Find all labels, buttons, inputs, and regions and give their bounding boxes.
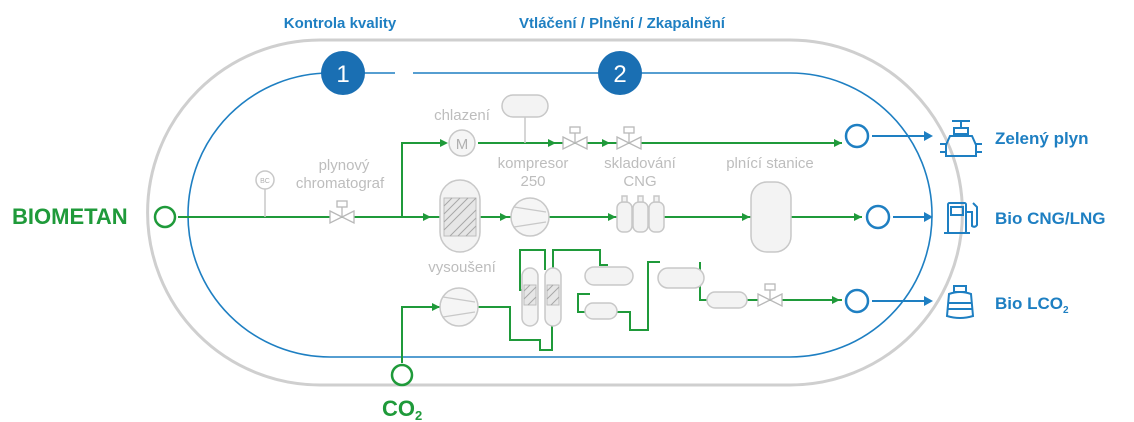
- chromatograph-label-1: plynový: [319, 157, 370, 174]
- co2-inlet: [390, 363, 414, 387]
- biometan-label: BIOMETAN: [12, 204, 128, 229]
- drying-column-icon: [439, 179, 481, 253]
- chromatograph-badge: BC: [260, 178, 270, 185]
- chromatograph-label-2: chromatograf: [296, 175, 385, 192]
- co2-valve-icon: [757, 283, 783, 308]
- co2-adsorbers-icon: [521, 267, 562, 327]
- compressor-label-2: 250: [520, 173, 545, 190]
- drying-label: vysoušení: [428, 259, 496, 276]
- green-gas-valve-icon: [940, 120, 982, 157]
- co2-compressor-icon: [439, 287, 479, 327]
- co2-tanks-icon: [584, 266, 748, 320]
- cooling-icon: M: [448, 129, 476, 157]
- cooling-badge: M: [456, 136, 469, 153]
- storage-label-1: skladování: [604, 155, 677, 172]
- green-arrowheads: [423, 139, 862, 311]
- filling-station-icon: [750, 181, 792, 253]
- bio-cng-lng-label: Bio CNG/LNG: [995, 209, 1106, 228]
- main-valve-icon: [329, 200, 355, 225]
- cng-storage-icon: [616, 195, 665, 233]
- co2-label: CO2: [382, 396, 422, 422]
- stage-2-marker: 2: [598, 51, 642, 95]
- stage-2-number: 2: [613, 61, 626, 88]
- stage-2-label: Vtláčení / Plnění / Zkapalnění: [519, 15, 726, 32]
- compressor-label-1: kompresor: [498, 155, 569, 172]
- top-valve-2-icon: [616, 126, 642, 151]
- green-gas-label: Zelený plyn: [995, 129, 1089, 148]
- gas-cylinder-icon: [945, 285, 975, 319]
- compressor-icon: [510, 197, 550, 237]
- top-tank-icon: [501, 94, 549, 143]
- storage-label-2: CNG: [623, 173, 656, 190]
- stage-1-marker: 1: [321, 51, 365, 95]
- fuel-pump-icon: [944, 202, 978, 234]
- output-nodes: [844, 123, 891, 314]
- stage-1-label: Kontrola kvality: [284, 15, 397, 32]
- cooling-label: chlazení: [434, 107, 491, 124]
- top-valve-1-icon: [562, 126, 588, 151]
- chromatograph-icon: BC: [255, 170, 275, 217]
- biometan-inlet: [153, 205, 177, 229]
- outer-loop: [146, 38, 964, 387]
- bio-lco2-label: Bio LCO2: [995, 294, 1069, 316]
- filling-station-label: plnící stanice: [726, 155, 814, 172]
- stage-1-number: 1: [336, 61, 349, 88]
- output-arrows: [872, 131, 933, 306]
